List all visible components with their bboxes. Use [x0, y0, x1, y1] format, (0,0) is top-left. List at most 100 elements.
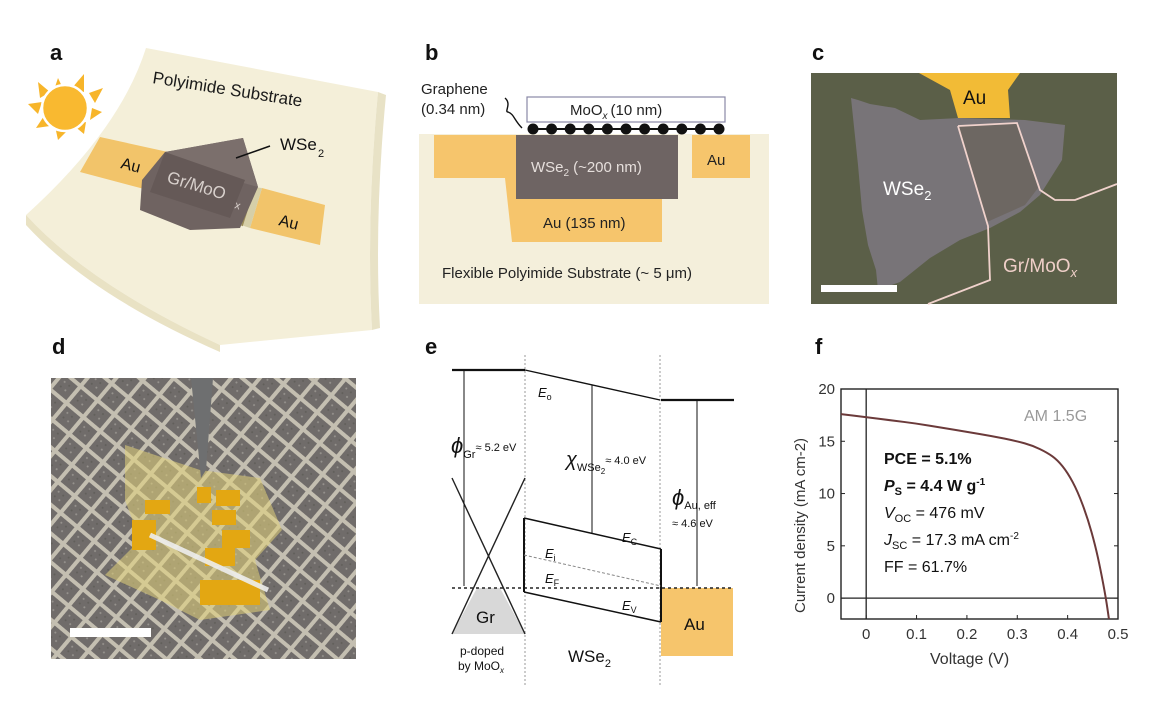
graphene-thickness: (0.34 nm): [421, 101, 485, 118]
phi-au-symbol: ϕ: [672, 485, 684, 510]
x-axis-label: Voltage (V): [930, 651, 1009, 668]
ff-value: FF = 61.7%: [884, 559, 967, 576]
y-tick-label: 5: [827, 538, 835, 555]
plot-frame: [840, 388, 1119, 620]
wse2-label-c: WSe: [883, 179, 924, 200]
graphene-atom: [713, 123, 725, 135]
svg-text:ϕGr≈ 5.2 eV: ϕGr≈ 5.2 eV: [451, 433, 517, 461]
au-right-electrode: [692, 135, 750, 178]
ec-label: E: [622, 530, 631, 545]
p-doped-label: p-doped: [460, 644, 504, 658]
ps-symbol: P: [884, 478, 895, 495]
x-tick-label: 0: [862, 626, 870, 643]
au-bottom-label: Au (135 nm): [543, 215, 626, 232]
svg-text:PS = 4.4 W g-1: PS = 4.4 W g-1: [884, 477, 986, 498]
jv-curve-line: [840, 413, 1110, 620]
y-tick-label: 0: [827, 590, 835, 607]
tweezer: [191, 378, 213, 478]
ev-label: E: [622, 598, 631, 613]
svg-text:WSe2: WSe2: [883, 179, 931, 203]
svg-text:WSe2(~200 nm): WSe2(~200 nm): [531, 159, 642, 179]
substrate-label-b: Flexible Polyimide Substrate (~ 5 μm): [442, 265, 692, 282]
phi-au-value: ≈ 4.6 eV: [672, 518, 714, 530]
moox-layer: [526, 96, 726, 123]
x-tick-label: 0.5: [1108, 626, 1129, 643]
graphene-atom: [694, 123, 706, 135]
svg-text:MoOx(10 nm): MoOx(10 nm): [570, 102, 662, 122]
panel-label-f: f: [815, 334, 823, 359]
svg-text:EF: EF: [545, 571, 560, 588]
x-tick-label: 0.4: [1057, 626, 1078, 643]
graphene-atom: [527, 123, 539, 135]
au-bottom-electrode: [434, 135, 662, 242]
phi-gr-symbol: ϕ: [451, 433, 463, 458]
wse2-label-e: WSe: [568, 647, 605, 666]
ef-label: E: [545, 571, 554, 586]
illumination-label: AM 1.5G: [1024, 408, 1087, 425]
y-tick-label: 20: [818, 381, 835, 398]
intrinsic-level: [523, 554, 662, 587]
y-tick-label: 10: [818, 486, 835, 503]
wse2-label-b: WSe: [531, 159, 564, 176]
wse2-label: WSe: [280, 135, 317, 154]
x-tick-label: 0.3: [1007, 626, 1028, 643]
x-tick-label: 0.2: [956, 626, 977, 643]
svg-text:EV: EV: [622, 598, 637, 615]
svg-text:Eo: Eo: [538, 385, 552, 402]
graphene-atom: [601, 123, 613, 135]
au-left-label: Au: [119, 155, 142, 176]
grmoox-label-c: Gr/MoO: [1003, 256, 1071, 277]
graphene-dirac-cone-filled: [452, 588, 525, 634]
chi-symbol: χ: [564, 449, 578, 471]
y-axis-label: Current density (mA cm-2): [792, 438, 809, 613]
graphene-atom: [564, 123, 576, 135]
au-electrode-right: [250, 188, 325, 245]
panel-label-d: d: [52, 334, 66, 359]
pce-value: PCE = 5.1%: [884, 451, 972, 468]
scale-bar-c: [821, 285, 897, 292]
au-right-label: Au: [277, 212, 300, 233]
panel-label-c: c: [812, 40, 825, 65]
au-contact: [919, 73, 1020, 118]
by-moox-label: by MoO: [458, 659, 500, 673]
ei-label: E: [545, 546, 554, 561]
panel-label-a: a: [50, 40, 63, 65]
svg-text:Ei: Ei: [545, 546, 556, 563]
svg-text:Gr/MoOx: Gr/MoOx: [1003, 256, 1078, 280]
graphene-atom: [620, 123, 632, 135]
graphene-layer: [527, 123, 725, 135]
x-tick-label: 0.1: [906, 626, 927, 643]
svg-text:ϕAu, eff: ϕAu, eff: [672, 485, 717, 512]
au-label-c: Au: [963, 88, 986, 109]
wse2-sub: 2: [318, 148, 324, 160]
svg-text:VOC = 476 mV: VOC = 476 mV: [884, 505, 985, 525]
vacuum-level-label: E: [538, 385, 547, 400]
sun-icon: [28, 74, 103, 140]
svg-text:WSe2: WSe2: [568, 647, 611, 670]
wse2-pointer: [235, 145, 271, 159]
panel-label-e: e: [425, 334, 438, 359]
svg-text:JSC = 17.3 mA cm-2: JSC = 17.3 mA cm-2: [883, 531, 1019, 552]
wse2-layer: [516, 135, 678, 199]
panel-label-b: b: [425, 40, 439, 65]
au-label-e: Au: [684, 615, 705, 634]
au-right-label-b: Au: [707, 152, 725, 169]
gr-label-e: Gr: [476, 608, 495, 627]
svg-text:by MoOx: by MoOx: [458, 659, 505, 675]
graphene-atom: [676, 123, 688, 135]
gr-moox-sub: x: [233, 199, 242, 212]
graphene-atom: [583, 123, 595, 135]
graphene-atom: [546, 123, 558, 135]
svg-text:EC: EC: [622, 530, 638, 547]
moox-label: MoO: [570, 102, 603, 119]
voc-symbol: V: [884, 505, 896, 522]
au-metal-block: [661, 588, 733, 656]
graphene-label: Graphene: [421, 81, 488, 98]
graphene-atom: [657, 123, 669, 135]
jsc-symbol: J: [883, 532, 893, 549]
